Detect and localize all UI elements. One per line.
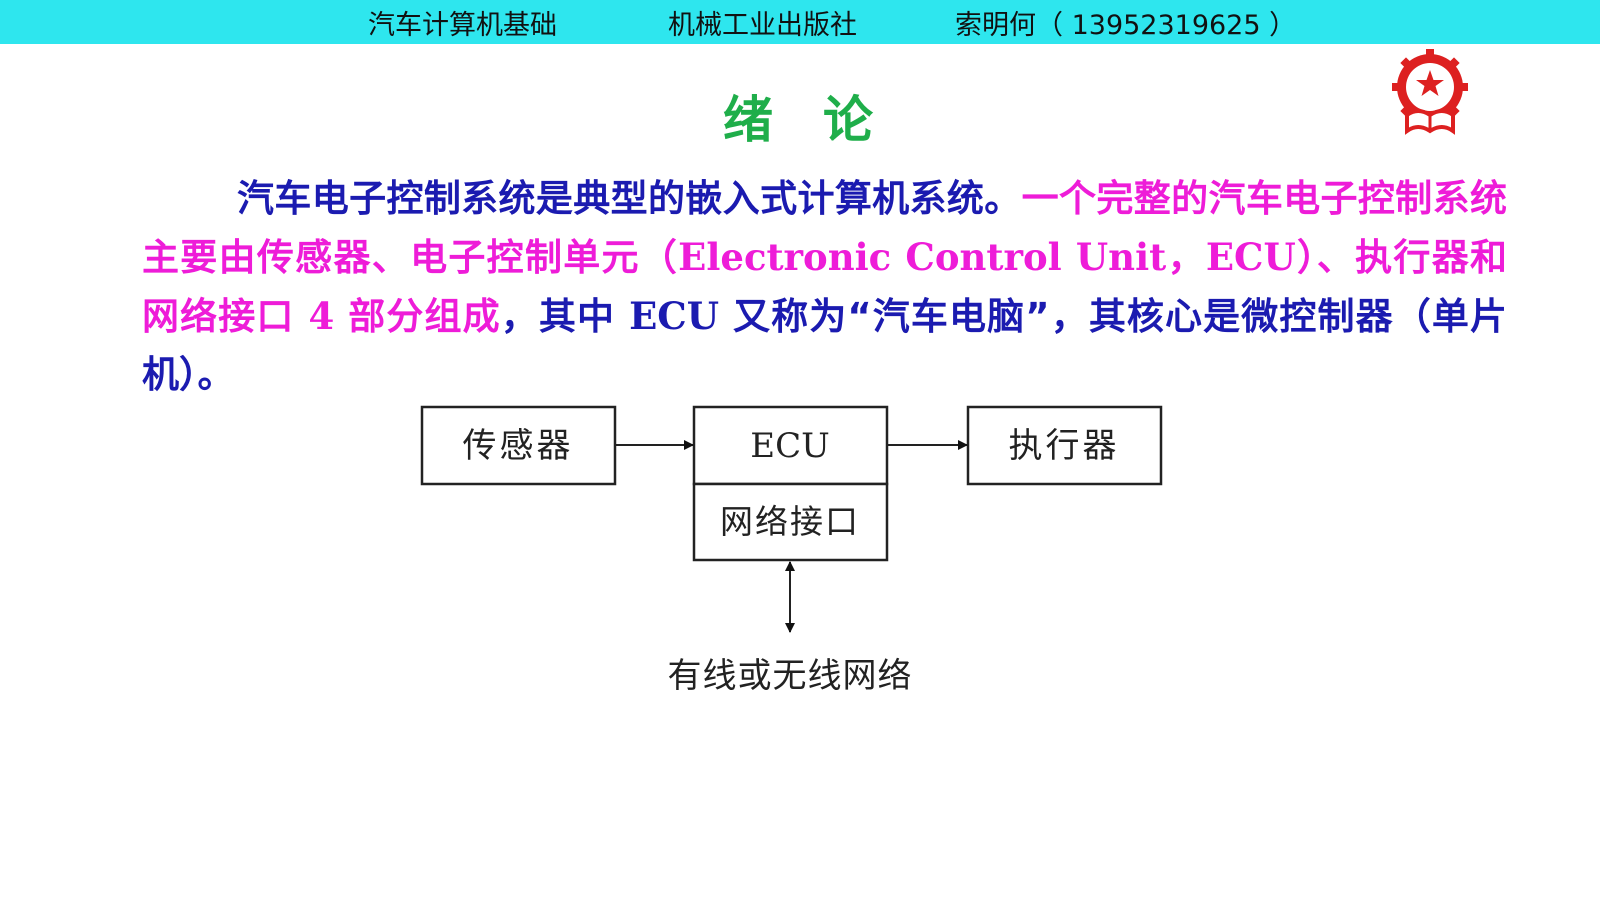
sentence-ecs-embedded: 汽车电子控制系统是典型的嵌入式计算机系统。 xyxy=(237,177,1022,220)
components-text-1: 一个完整的汽车电子控制系统主要由传感器、电子控制单元（ xyxy=(142,177,1508,279)
network-interface-block: 网络接口 xyxy=(692,482,889,562)
components-text-2: ）、执行器和网络接口 xyxy=(142,236,1508,338)
publisher-logo-icon xyxy=(1392,49,1468,135)
sentence-ecu-core-1: ，其中 xyxy=(500,295,630,338)
components-ecu-fullname: Electronic Control Unit xyxy=(678,235,1167,279)
sensor-block: 传感器 xyxy=(420,405,617,486)
header-author: 索明何（ 13952319625 ） xyxy=(955,10,1297,41)
intro-paragraph: 汽车电子控制系统是典型的嵌入式计算机系统。一个完整的汽车电子控制系统主要由传感器… xyxy=(142,170,1507,404)
header-bar: 汽车计算机基础 机械工业出版社 索明何（ 13952319625 ） xyxy=(0,0,1600,44)
sentence-ecu-core-abbr: ECU xyxy=(629,294,719,338)
components-ecu-abbr: ECU xyxy=(1205,235,1296,279)
actuator-label: 执行器 xyxy=(1009,426,1120,466)
network-label: 有线或无线网络 xyxy=(668,656,913,696)
network-interface-label: 网络接口 xyxy=(720,502,860,541)
components-count: 4 xyxy=(308,294,335,338)
sentence-ecu-core-2: 又称为“汽车电脑”，其核心是微控制器（单片机）。 xyxy=(142,295,1507,396)
sentence-components: 一个完整的汽车电子控制系统主要由传感器、电子控制单元（Electronic Co… xyxy=(142,177,1507,338)
components-text-3: 部分组成 xyxy=(334,295,501,338)
sensor-label: 传感器 xyxy=(463,426,574,466)
title-char-2: 论 xyxy=(823,91,877,149)
header-course-title: 汽车计算机基础 xyxy=(368,10,557,41)
actuator-block: 执行器 xyxy=(966,405,1163,486)
slide-title: 绪论 xyxy=(0,80,1600,152)
title-char-1: 绪 xyxy=(723,91,777,149)
components-comma: ， xyxy=(1166,236,1206,279)
ecu-label: ECU xyxy=(750,426,830,466)
ecu-block: ECU xyxy=(692,405,889,486)
header-publisher: 机械工业出版社 xyxy=(668,10,857,41)
ecu-block-diagram: 传感器 ECU 网络接口 执行器 有线或无线网络 xyxy=(420,405,1163,696)
